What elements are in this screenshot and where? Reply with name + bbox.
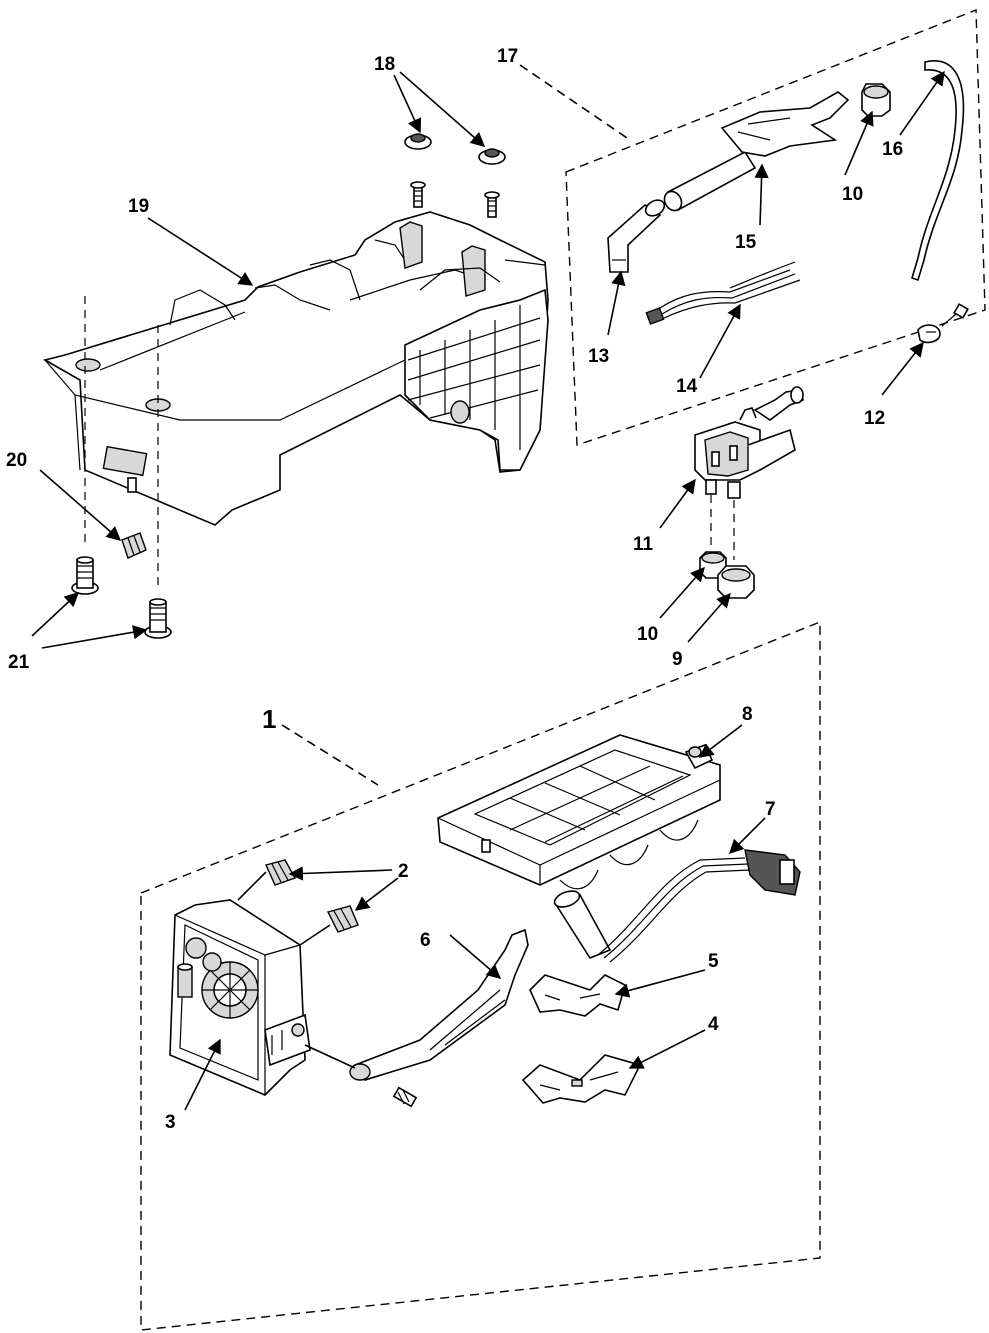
clip-link-top <box>237 871 267 901</box>
callout-8: 8 <box>742 704 753 725</box>
callout-4: 4 <box>708 1014 719 1035</box>
callout-5: 5 <box>708 951 719 972</box>
grommet-screw-left <box>404 133 432 208</box>
bracket-5 <box>529 974 626 1017</box>
callout-11: 11 <box>633 534 654 555</box>
callout-21: 21 <box>8 652 30 673</box>
callout-17: 17 <box>497 46 518 67</box>
grommet-screw-right <box>478 148 506 218</box>
bracket-4 <box>521 1054 642 1104</box>
fill-tube-elbow <box>607 199 666 273</box>
group-17-boundary <box>565 8 986 446</box>
clip-2-bottom <box>326 905 359 933</box>
leader-lines <box>31 64 945 1111</box>
clip-link-bottom <box>299 924 331 946</box>
callout-9: 9 <box>672 649 683 670</box>
fill-cup-tube <box>663 91 850 212</box>
callout-3: 3 <box>165 1112 176 1133</box>
callout-1: 1 <box>262 704 276 734</box>
callout-2: 2 <box>398 861 409 882</box>
callout-20: 20 <box>6 450 27 471</box>
callout-12: 12 <box>864 408 885 429</box>
callout-19: 19 <box>128 196 149 217</box>
screw-21-right <box>144 598 172 639</box>
screw-21-left <box>71 556 99 595</box>
callout-15: 15 <box>735 232 757 253</box>
ice-bucket-housing <box>42 211 549 526</box>
nut-10-top <box>861 83 891 117</box>
control-housing-3 <box>169 899 311 1096</box>
callout-10-lower: 10 <box>637 624 658 645</box>
callout-10-top: 10 <box>842 184 863 205</box>
ejector-screw <box>392 1086 418 1108</box>
water-valve-11 <box>694 386 804 499</box>
nut-9 <box>717 565 755 599</box>
callout-13: 13 <box>588 346 609 367</box>
thermostat-harness-7 <box>553 849 801 963</box>
clamp-12 <box>917 303 969 344</box>
clip-2-top <box>265 859 297 886</box>
water-line-tube <box>911 60 965 282</box>
clip-part-20 <box>121 532 147 559</box>
callout-16: 16 <box>882 139 903 160</box>
callout-7: 7 <box>765 799 776 820</box>
callout-18: 18 <box>374 54 395 75</box>
ejector-arm-6 <box>349 928 529 1081</box>
wire-harness-14 <box>645 261 801 325</box>
callout-6: 6 <box>420 930 431 951</box>
group-1-boundary <box>140 620 821 1331</box>
callout-14: 14 <box>676 376 698 397</box>
